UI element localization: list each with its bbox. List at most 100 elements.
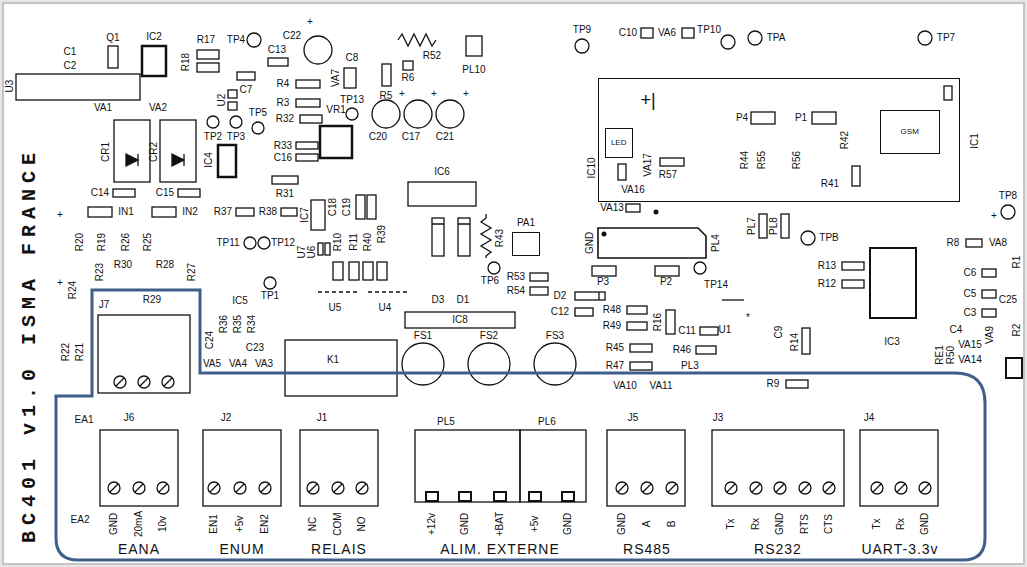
- part-label: C5: [964, 289, 977, 299]
- component-footprint: [403, 61, 413, 70]
- part-label: C1: [64, 47, 77, 57]
- screw-terminal: [133, 482, 145, 494]
- component-footprint: [296, 142, 318, 149]
- part-label: VA14: [958, 355, 982, 365]
- component-name: LED: [611, 139, 627, 147]
- pin-name: EN2: [260, 514, 270, 533]
- connector-name: EANA: [118, 542, 160, 556]
- part-label: PL3: [681, 361, 699, 371]
- power-connector: [459, 492, 471, 501]
- part-label: R53: [507, 272, 525, 282]
- part-label: TP13: [340, 95, 364, 105]
- screw-terminal: [203, 430, 281, 506]
- part-label: C4: [950, 325, 963, 335]
- part-label: PL5: [437, 417, 455, 427]
- test-point: [575, 39, 589, 53]
- component-footprint: [356, 195, 365, 219]
- component-footprint: [408, 182, 476, 206]
- part-label: IN1: [118, 207, 134, 217]
- power-connector: [415, 430, 520, 502]
- component-footprint: [666, 310, 675, 334]
- screw-terminal: [607, 430, 685, 506]
- part-label: TP9: [573, 25, 591, 35]
- component-footprint: [696, 346, 716, 354]
- test-point: [264, 277, 276, 289]
- part-label: D1: [457, 295, 470, 305]
- component-footprint: [802, 328, 810, 354]
- pin-name: GND: [563, 513, 573, 535]
- component-footprint: [626, 204, 640, 212]
- part-label: TP12: [271, 238, 295, 248]
- part-label: R13: [818, 261, 836, 271]
- part-label: R23: [95, 263, 105, 281]
- part-label: R4: [277, 79, 290, 89]
- component-footprint: [812, 112, 836, 124]
- component-footprint: [786, 380, 808, 388]
- part-label: PL7: [747, 217, 757, 235]
- capacitor-outline: [304, 36, 464, 128]
- part-label: C17: [402, 132, 420, 142]
- component-footprint: [618, 164, 626, 180]
- part-label: R12: [818, 279, 836, 289]
- part-label: R10: [333, 233, 343, 251]
- part-label: +: [57, 278, 63, 288]
- component-box: LED: [605, 128, 633, 158]
- part-label: R3: [277, 98, 290, 108]
- part-label: TP11: [216, 238, 239, 248]
- power-connector: [520, 430, 586, 502]
- component-box: GSM: [880, 110, 940, 154]
- component-footprint: [982, 290, 996, 298]
- test-point: [918, 31, 932, 45]
- part-label: VA11: [650, 381, 673, 391]
- component-footprint: [630, 344, 652, 352]
- part-label: C2: [64, 61, 77, 71]
- part-label: R27: [187, 263, 197, 281]
- part-label: D2: [554, 291, 567, 301]
- part-label: IC8: [452, 315, 468, 325]
- part-label: C22: [283, 31, 301, 41]
- part-label: R30: [114, 260, 132, 270]
- part-label: P1: [795, 113, 807, 123]
- part-label: R11: [349, 233, 359, 251]
- screw-terminal: [712, 430, 844, 506]
- component-footprint: [781, 214, 789, 238]
- polarity-mark: +|: [640, 91, 655, 109]
- part-label: R9: [767, 379, 780, 389]
- part-label: R26: [121, 233, 131, 251]
- part-label: IC4: [204, 152, 214, 168]
- capacitor-outline: [304, 36, 332, 64]
- screw-terminal: [774, 482, 786, 494]
- pin-name: +BAT: [495, 512, 505, 537]
- component-footprint: [228, 102, 237, 110]
- part-label: IC7: [300, 207, 310, 223]
- part-label: C14: [91, 188, 109, 198]
- test-point: [488, 262, 500, 274]
- component-footprint: [333, 262, 343, 280]
- part-label: RE1: [935, 345, 945, 364]
- component-footprint: [237, 72, 255, 80]
- component-footprint: [113, 189, 135, 197]
- component-footprint: [966, 239, 982, 247]
- pin-name: +12v: [427, 513, 437, 535]
- component-footprint: [197, 50, 219, 59]
- component-footprint: [722, 299, 744, 300]
- test-point: [230, 116, 242, 128]
- part-label: R19: [97, 233, 107, 251]
- pin-name: +5v: [530, 516, 540, 532]
- board-ground: [3, 3, 1024, 564]
- part-label: TP1: [261, 291, 279, 301]
- part-label: VA4: [229, 359, 247, 369]
- part-label: R50: [946, 346, 956, 364]
- part-label: +: [307, 17, 313, 27]
- part-label: EA1: [75, 415, 94, 425]
- part-label: R16: [653, 313, 663, 331]
- pin-name: GND: [109, 513, 119, 535]
- part-label: *: [746, 313, 750, 323]
- screw-terminal: [307, 482, 319, 494]
- part-label: FS1: [414, 331, 432, 341]
- part-label: U2: [217, 94, 227, 107]
- screw-terminal: [895, 482, 907, 494]
- part-label: C3: [964, 308, 977, 318]
- part-label: R37: [214, 207, 232, 217]
- screw-terminal: [234, 482, 246, 494]
